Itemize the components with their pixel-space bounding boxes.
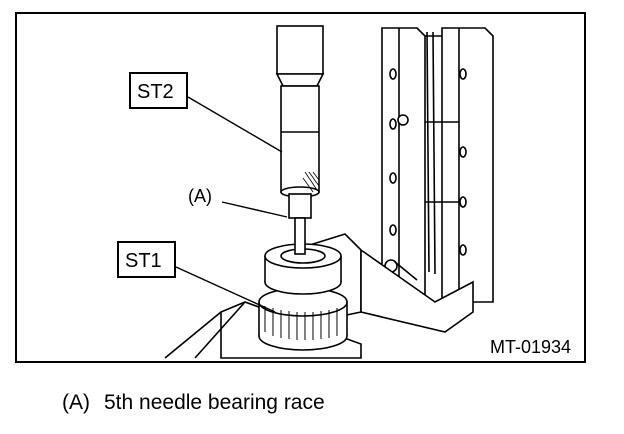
leader-lines <box>175 96 288 313</box>
technical-illustration <box>15 12 586 363</box>
caption-text: 5th needle bearing race <box>104 391 325 414</box>
callout-a: (A) <box>188 186 212 206</box>
callout-st1: ST1 <box>117 241 176 278</box>
gear-assembly <box>258 243 348 351</box>
figure-caption: (A) 5th needle bearing race <box>62 392 325 413</box>
press-column <box>381 27 494 303</box>
press-tool-st2 <box>275 25 325 255</box>
caption-key: (A) <box>62 391 90 414</box>
figure-reference-code: MT-01934 <box>490 337 572 357</box>
callout-st2: ST2 <box>129 72 188 109</box>
